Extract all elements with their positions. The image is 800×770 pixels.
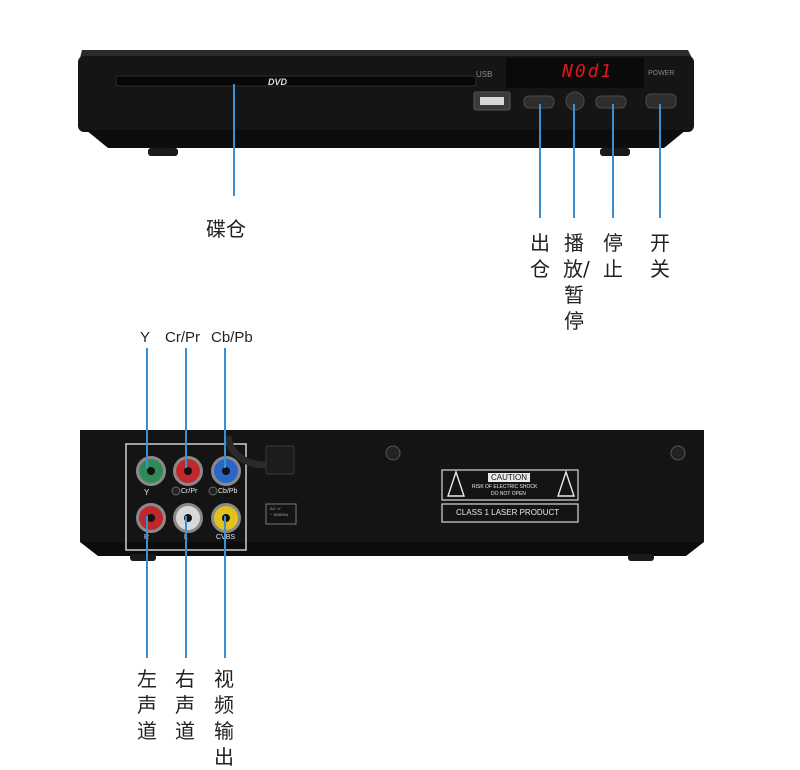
display-readout: N0d1 [562, 61, 614, 82]
rear-panel: Y Cr/Pr Cb/Pb R L CVBS CAUTION RISK OF E… [80, 430, 704, 562]
display-window [506, 58, 644, 88]
disc-tray-slot [115, 75, 477, 87]
cr-pr-top-label: Cr/Pr [165, 329, 200, 346]
jack-l[interactable] [173, 503, 203, 533]
play-button-shape [565, 91, 585, 111]
caution-title: CAUTION [488, 473, 530, 482]
screw-right [670, 445, 686, 461]
power-spec-1: AC~V [270, 506, 281, 511]
cb-callout-line [224, 348, 226, 468]
left-audio-label: 左声道 [137, 667, 157, 743]
laser-product-text: CLASS 1 LASER PRODUCT [456, 508, 560, 517]
play-pause-label: 播放/暂停 [563, 231, 590, 333]
jack-y-text: Y [144, 488, 150, 497]
power-label: POWER [648, 70, 675, 77]
video-out-label: 视频输出 [214, 667, 234, 769]
disc-tray-label: 碟仓 [206, 217, 246, 241]
stop-label: 停止 [603, 231, 623, 281]
jack-cr-text: Cr/Pr [181, 488, 198, 495]
disc-tray-callout-line [233, 84, 235, 196]
left-audio-callout-line [146, 516, 148, 658]
caution-line-1: RISK OF ELECTRIC SHOCK [472, 484, 538, 490]
power-button-shape [645, 93, 677, 109]
power-switch-label: 开关 [650, 231, 670, 281]
jack-cr-pr[interactable] [173, 456, 203, 486]
jack-cb-text: Cb/Pb [218, 488, 238, 495]
jack-r[interactable] [136, 503, 166, 533]
stop-button-shape [595, 95, 627, 109]
disc-logo: DVD [268, 77, 288, 87]
video-out-callout-line [224, 516, 226, 658]
usb-label: USB [476, 70, 493, 79]
power-spec-2: ~ 50/60Hz [270, 512, 289, 517]
cr-callout-line [185, 348, 187, 468]
caution-line-2: DO NOT OPEN [491, 491, 526, 497]
y-callout-line [146, 348, 148, 468]
y-top-label: Y [140, 329, 151, 346]
eject-callout-line [539, 104, 541, 218]
cb-pb-top-label: Cb/Pb [211, 329, 253, 346]
jack-cvbs[interactable] [211, 503, 241, 533]
laser-box [441, 503, 579, 523]
power-callout-line [659, 104, 661, 218]
play-pause-callout-line [573, 104, 575, 218]
right-audio-label: 右声道 [175, 667, 195, 743]
screw-left [385, 445, 401, 461]
rear-panel-body [80, 430, 704, 561]
right-audio-callout-line [185, 516, 187, 658]
stop-callout-line [612, 104, 614, 218]
eject-label: 出仓 [530, 231, 550, 281]
jack-cb-pb[interactable] [211, 456, 241, 486]
front-panel: DVD USB POWER N0d1 [78, 44, 694, 156]
jack-y[interactable] [136, 456, 166, 486]
caution-box [441, 469, 579, 501]
